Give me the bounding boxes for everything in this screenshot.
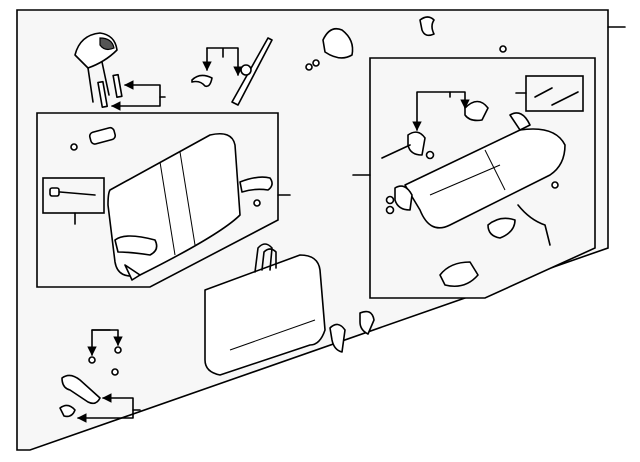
belt-buckle-cover [487, 217, 516, 239]
headrest-guides [97, 73, 123, 108]
lock-kit-box [42, 177, 105, 214]
bracket [329, 323, 346, 353]
callout [206, 47, 238, 75]
washer [551, 181, 559, 189]
washer [88, 356, 96, 364]
seat-cushion [394, 112, 566, 229]
screw [111, 368, 119, 376]
hinge-cover [322, 27, 354, 59]
hinge-right [464, 100, 489, 122]
screw [70, 143, 78, 151]
lock-spring [59, 191, 96, 196]
callout [77, 409, 134, 423]
knob [59, 404, 76, 418]
wire-harness [517, 204, 551, 246]
callout [102, 393, 141, 411]
clip [359, 310, 375, 335]
storage-bag [204, 243, 326, 376]
callout [91, 329, 123, 346]
washer [305, 63, 313, 71]
pin [381, 144, 411, 159]
nut [425, 150, 435, 160]
nut [114, 346, 122, 354]
screw [499, 45, 507, 53]
bolt [534, 87, 553, 98]
callout [111, 96, 161, 111]
latch-clip [191, 74, 213, 88]
callout [412, 91, 451, 131]
belt-bezel [88, 126, 117, 145]
strap-knob [240, 64, 252, 76]
lever [61, 374, 101, 405]
callout [124, 80, 166, 98]
seat-back [107, 132, 273, 281]
screw [312, 59, 320, 67]
hinge-left [407, 131, 426, 156]
callout [449, 91, 470, 109]
trim-clip [419, 16, 435, 37]
headrest [74, 32, 118, 103]
bolt [385, 205, 395, 215]
buckle [439, 261, 479, 288]
washer [253, 199, 261, 207]
washer-set [551, 91, 579, 106]
lock-cylinder [49, 187, 60, 197]
release-strap [231, 37, 273, 106]
bolt [385, 195, 395, 205]
